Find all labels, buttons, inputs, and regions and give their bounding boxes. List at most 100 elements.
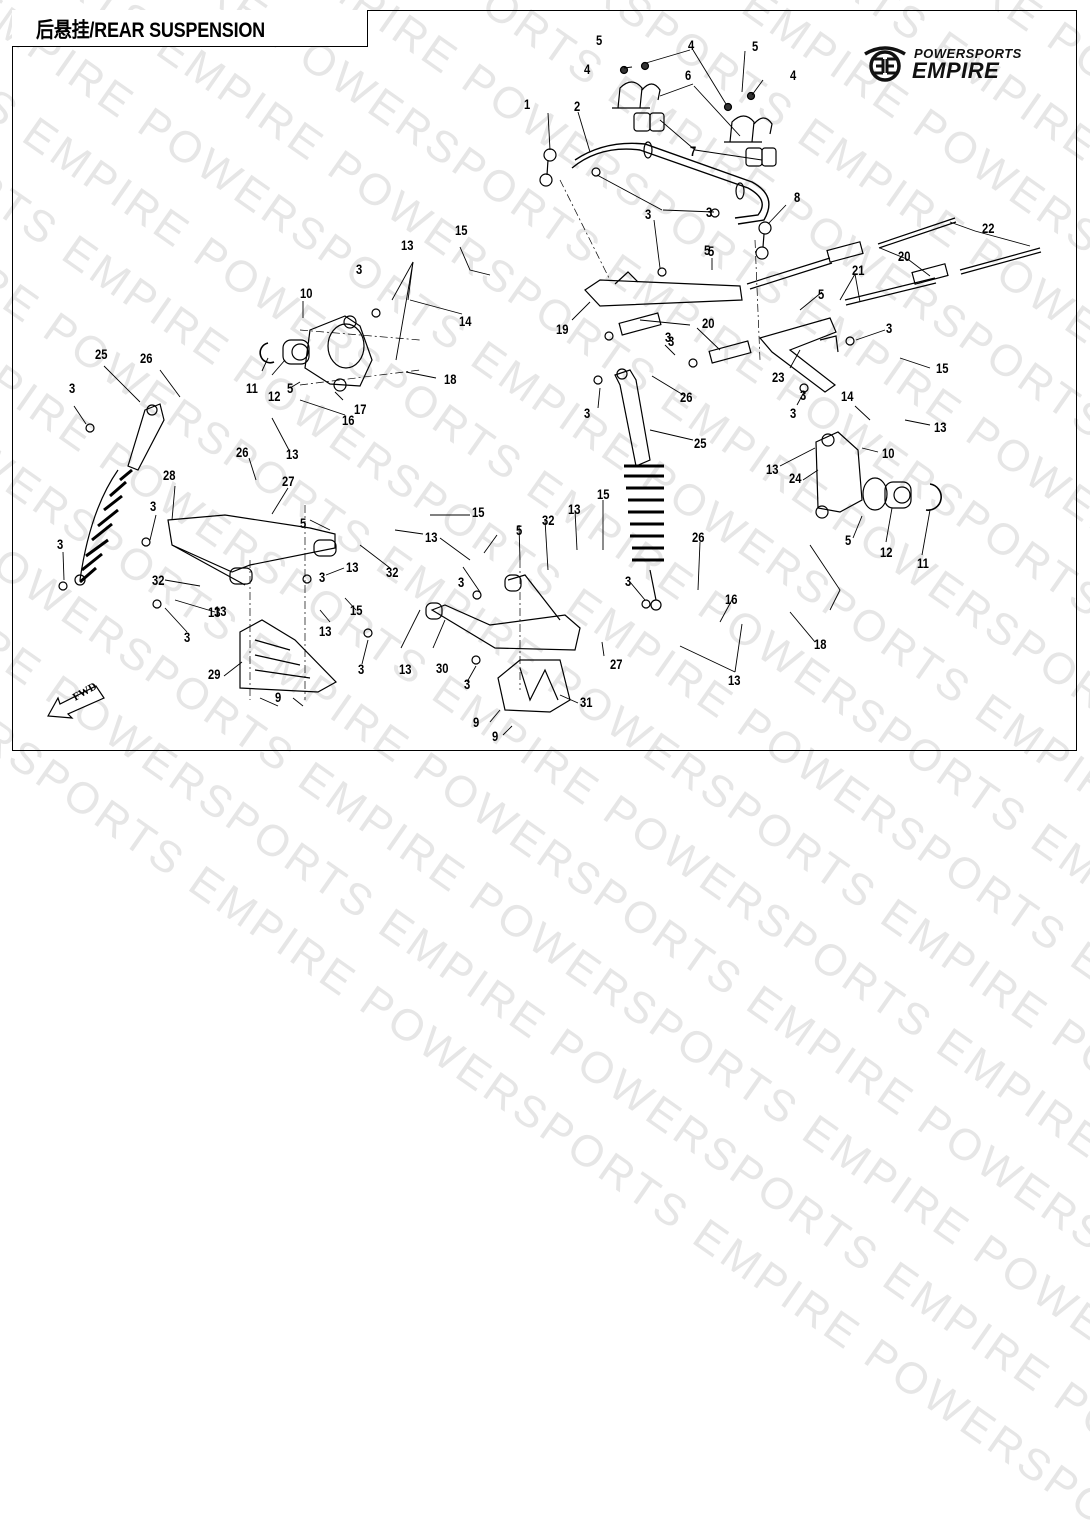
callout-label: 5 [752, 38, 759, 54]
skid-plate-left [239, 619, 337, 693]
shock-absorber-left [74, 403, 165, 586]
callout-label: 18 [814, 636, 827, 652]
nuts [58, 61, 855, 665]
callout-label: 3 [184, 629, 191, 645]
callout-label: 28 [163, 467, 176, 483]
callout-label: 13 [286, 446, 299, 462]
callout-label: 16 [725, 591, 738, 607]
callout-label: 5 [704, 242, 711, 258]
bar-bushing-right [745, 147, 777, 167]
callout-label: 9 [275, 689, 282, 705]
callout-label: 5 [287, 380, 294, 396]
callout-label: 13 [214, 603, 227, 619]
callout-label: 27 [282, 473, 295, 489]
pivot-shafts [618, 217, 1042, 364]
callout-label: 1 [524, 96, 531, 112]
callout-label: 13 [346, 559, 359, 575]
callout-label: 20 [898, 248, 911, 264]
callout-label: 3 [57, 536, 64, 552]
logo-line2: EMPIRE [912, 58, 1000, 83]
callout-label: 3 [800, 387, 807, 403]
callout-label: 24 [789, 470, 802, 486]
upper-arm-left [584, 271, 743, 307]
callout-label: 13 [766, 461, 779, 477]
stabilizer-link-right [755, 221, 772, 260]
diagram-frame [12, 10, 1077, 751]
winged-emblem-icon [864, 46, 906, 82]
callout-label: 11 [246, 380, 258, 396]
callout-label: 25 [95, 346, 108, 362]
page-title: 后悬挂/REAR SUSPENSION [36, 19, 265, 42]
callout-label: 22 [982, 220, 995, 236]
callout-label: 15 [472, 504, 485, 520]
callout-label: 12 [268, 388, 281, 404]
callout-label: 30 [436, 660, 449, 676]
callout-label: 13 [208, 604, 221, 620]
callout-label: 8 [794, 189, 801, 205]
callout-label: 29 [208, 666, 221, 682]
callout-label: 10 [882, 445, 895, 461]
callout-label: 13 [568, 501, 581, 517]
callout-label: 5 [596, 32, 603, 48]
callout-label: 21 [852, 262, 865, 278]
callout-label: 26 [236, 444, 249, 460]
callout-label: 5 [818, 286, 825, 302]
callout-label: 15 [936, 360, 949, 376]
bar-clamp-left [612, 81, 661, 109]
stabilizer-bar [571, 141, 770, 225]
callout-label: 3 [584, 405, 591, 421]
callout-label: 3 [458, 574, 465, 590]
leader-lines [62, 49, 1031, 736]
callout-label: 7 [690, 143, 697, 159]
callout-label: 3 [356, 261, 363, 277]
callout-label: 10 [300, 285, 313, 301]
callout-label: 11 [917, 555, 929, 571]
callout-label: 9 [492, 728, 499, 744]
knuckle-right [815, 431, 888, 519]
forward-direction-arrow: FWD [44, 680, 114, 720]
callout-label: 15 [350, 602, 363, 618]
callout-label: 3 [625, 573, 632, 589]
callout-label: 3 [464, 676, 471, 692]
callout-label: 3 [645, 206, 652, 222]
callout-label: 9 [473, 714, 480, 730]
callout-label: 31 [580, 694, 593, 710]
callout-label: 3 [668, 333, 675, 349]
exploded-parts-drawing [58, 49, 1042, 736]
logo-line1: POWERSPORTS [914, 46, 1022, 61]
stabilizer-link-left [539, 148, 557, 187]
callout-label: 32 [386, 564, 399, 580]
arrow-down-left-icon [47, 685, 105, 719]
callout-label: 26 [692, 529, 705, 545]
callout-label: 5 [516, 522, 523, 538]
callout-label: 17 [354, 401, 367, 417]
callout-label: 32 [542, 512, 555, 528]
callout-label: 4 [688, 37, 695, 53]
callout-label: 15 [455, 222, 468, 238]
callout-label: 20 [702, 315, 715, 331]
callout-label: 18 [444, 371, 457, 387]
callout-label: 27 [610, 656, 623, 672]
callout-label: 26 [140, 350, 153, 366]
callout-label: 3 [706, 204, 713, 220]
callout-label: 13 [934, 419, 947, 435]
bearing-left [259, 339, 310, 365]
callout-label: 26 [680, 389, 693, 405]
callout-label: 4 [790, 67, 797, 83]
callout-label: 15 [597, 486, 610, 502]
bar-clamp-right [724, 115, 773, 143]
callout-label: 4 [584, 61, 591, 77]
axis-lines [249, 179, 761, 700]
callout-label: 16 [342, 412, 355, 428]
callout-label: 25 [694, 435, 707, 451]
brand-logo: POWERSPORTS EMPIRE [862, 44, 1062, 84]
callout-label: 3 [69, 380, 76, 396]
callout-label: 3 [319, 569, 326, 585]
callout-label: 14 [459, 313, 472, 329]
bearing-right [884, 481, 942, 511]
callout-label: 3 [886, 320, 893, 336]
shock-absorber-right [614, 368, 664, 611]
callout-label: 3 [358, 661, 365, 677]
callout-label: 5 [845, 532, 852, 548]
callout-label: 13 [319, 623, 332, 639]
